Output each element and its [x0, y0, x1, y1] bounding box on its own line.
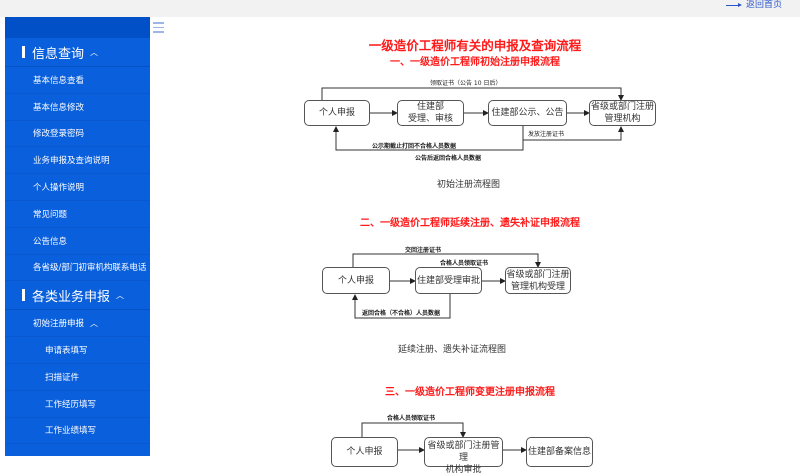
flow2-box-personal: 个人申报	[322, 267, 390, 294]
sidebar-item[interactable]: 工作业绩填写	[5, 418, 150, 445]
flow2-label-top: 交回注册证书	[405, 247, 442, 254]
back-home-link[interactable]: 返回首页	[725, 0, 782, 10]
chevron-up-icon: ︿	[90, 318, 99, 328]
flow1-box-publish: 住建部公示、公告	[488, 100, 567, 126]
section-label: 信息查询	[32, 46, 85, 62]
flow2-label-get: 合格人员领取证书	[440, 260, 489, 267]
flow3-box-agency: 省级或部门注册管理 机构审批	[424, 437, 503, 475]
sidebar-item[interactable]: 业务申报及查询说明	[5, 147, 150, 175]
sidebar-item[interactable]: 常见问题	[5, 201, 150, 228]
flow-connectors	[321, 87, 624, 453]
sidebar-item[interactable]: 基本信息查看	[5, 67, 150, 94]
bar-icon	[22, 46, 25, 58]
flow1-title: 一、一级造价工程师初始注册申报流程	[390, 57, 560, 68]
sidebar-item[interactable]: 公告信息	[5, 228, 150, 255]
flow1-label-issue: 发放注册证书	[528, 131, 565, 138]
arrow-right-icon	[725, 2, 742, 7]
flow1-label-top: 领取证书（公告 10 日后）	[430, 80, 502, 87]
flow1-box-personal: 个人申报	[304, 100, 370, 126]
flow1-box-review: 住建部 受理、审核	[397, 100, 464, 126]
sidebar-subsection-initial-registration[interactable]: 初始注册申报 ︿	[5, 310, 150, 338]
sidebar-item[interactable]: 工作经历填写	[5, 391, 150, 418]
sidebar-item[interactable]: 个人操作说明	[5, 174, 150, 201]
sidebar: 信息查询 ︿ 基本信息查看 基本信息修改 修改登录密码 业务申报及查询说明 个人操…	[5, 17, 150, 456]
back-home-label: 返回首页	[745, 0, 782, 10]
flow1-label-return2: 公告后返回合格人员数据	[415, 155, 482, 162]
subsection-label: 初始注册申报	[33, 319, 85, 330]
flow3-title: 三、一级造价工程师变更注册申报流程	[385, 387, 555, 398]
flow3-label-top: 合格人员领取证书	[387, 415, 436, 422]
sidebar-section-info-query[interactable]: 信息查询 ︿	[5, 38, 150, 67]
section-label: 各类业务申报	[32, 289, 111, 305]
sidebar-item[interactable]: 基本信息修改	[5, 94, 150, 121]
chevron-up-icon: ︿	[116, 290, 125, 300]
flow3-box-record: 住建部备案信息	[526, 437, 593, 467]
page-title: 一级造价工程师有关的申报及查询流程	[368, 38, 582, 53]
flow2-title: 二、一级造价工程师延续注册、遗失补证申报流程	[360, 218, 580, 229]
flow2-label-return: 返回合格（不合格）人员数据	[362, 310, 441, 317]
sidebar-item[interactable]: 修改登录密码	[5, 121, 150, 148]
menu-toggle-icon[interactable]	[153, 22, 164, 36]
flow2-box-agency: 省级或部门注册 管理机构受理	[505, 267, 571, 294]
flow2-box-review: 住建部受理审批	[415, 267, 482, 294]
top-bar: 返回首页	[0, 0, 800, 17]
sidebar-item[interactable]: 申请表填写	[5, 337, 150, 364]
sidebar-item[interactable]: 扫描证件	[5, 364, 150, 391]
flow1-box-agency: 省级或部门注册 管理机构	[589, 100, 656, 126]
sidebar-item[interactable]: 各省级/部门初审机构联系电话	[5, 255, 150, 282]
flow2-caption: 延续注册、遗失补证流程图	[398, 345, 507, 355]
chevron-up-icon: ︿	[90, 47, 99, 57]
sidebar-header	[5, 17, 150, 38]
flow1-caption: 初始注册流程图	[437, 180, 501, 190]
bar-icon	[22, 289, 25, 302]
flow1-label-return1: 公示期截止打回不合格人员数据	[372, 143, 457, 150]
sidebar-section-business[interactable]: 各类业务申报 ︿	[5, 281, 150, 311]
flow3-box-personal: 个人申报	[331, 437, 398, 467]
main-content: 一级造价工程师有关的申报及查询流程 一、一级造价工程师初始注册申报流程 领取证书…	[150, 17, 800, 475]
